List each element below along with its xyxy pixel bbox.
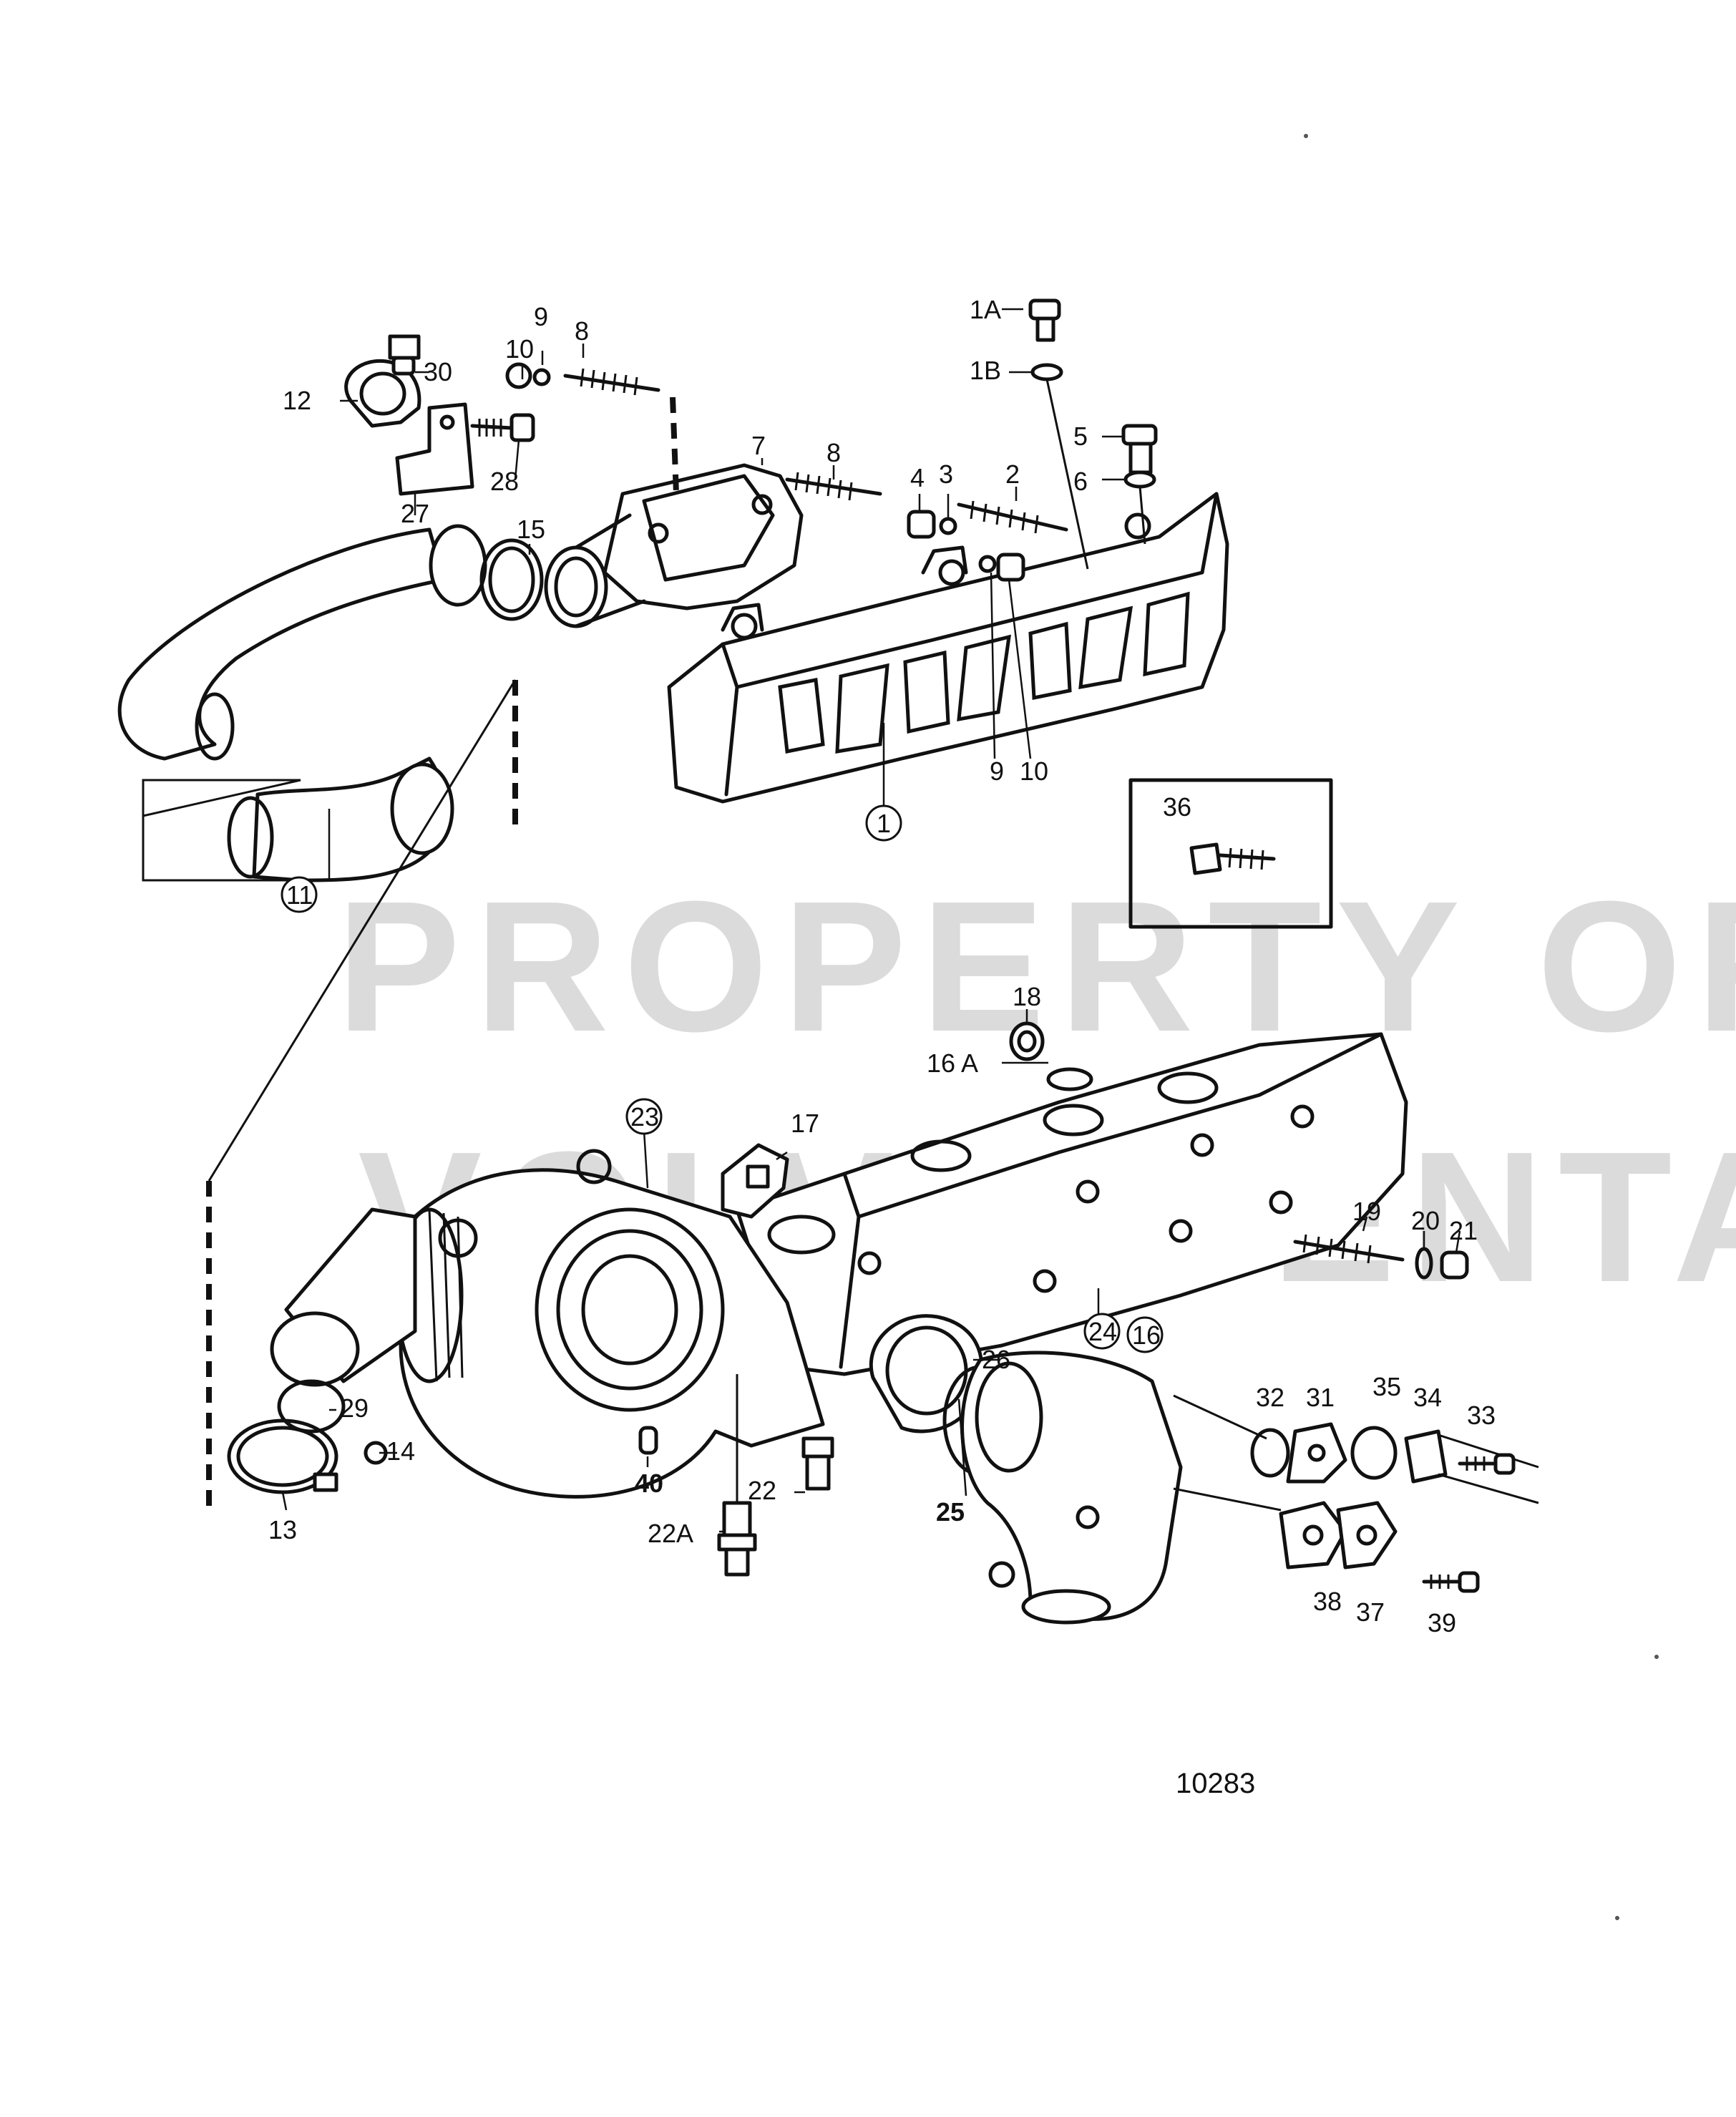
callout-9-bottom: 9 [990, 756, 1004, 786]
circled-callout-11: 11 [286, 880, 313, 910]
callout-6: 6 [1073, 467, 1088, 496]
bolt-28 [470, 413, 535, 442]
callout-16A: 16 A [927, 1048, 978, 1078]
callout-2: 2 [1005, 459, 1020, 489]
exhaust-manifold [735, 1032, 1408, 1376]
callout-3: 3 [939, 459, 953, 489]
callout-27: 27 [401, 499, 429, 528]
gasket-16A [1046, 1067, 1093, 1091]
exhaust-elbow [960, 1350, 1183, 1625]
circled-callout-24: 24 [1088, 1317, 1117, 1346]
callout-18: 18 [1013, 982, 1041, 1011]
callout-39: 39 [1428, 1608, 1456, 1637]
callout-5: 5 [1073, 422, 1088, 451]
bolt-30 [391, 356, 416, 376]
callout-22A: 22A [648, 1519, 693, 1548]
studs-mid [785, 472, 1068, 582]
callout-25: 25 [936, 1497, 965, 1527]
callout-38: 38 [1313, 1587, 1342, 1616]
callout-7: 7 [751, 431, 766, 460]
circled-callout-23: 23 [630, 1102, 659, 1132]
callout-15: 15 [517, 515, 545, 544]
inlet-manifold [667, 492, 1229, 804]
callout-35: 35 [1372, 1372, 1401, 1401]
intake-hose [117, 524, 487, 882]
ring-18 [1009, 1021, 1045, 1061]
callout-1A: 1A [970, 295, 1001, 324]
callout-32: 32 [1256, 1383, 1284, 1412]
callout-30: 30 [424, 357, 452, 386]
callout-9-top: 9 [534, 302, 548, 331]
callout-4: 4 [910, 463, 925, 492]
callout-10-top: 10 [505, 334, 534, 364]
callout-29: 29 [340, 1393, 369, 1423]
callout-17: 17 [791, 1109, 819, 1138]
callout-10-bottom: 10 [1020, 756, 1048, 786]
callout-37: 37 [1356, 1597, 1385, 1627]
flange-17 [721, 1143, 789, 1219]
callout-19: 19 [1352, 1197, 1381, 1226]
callout-26: 26 [982, 1345, 1010, 1374]
callout-20: 20 [1411, 1206, 1440, 1235]
cover-plates [1173, 1394, 1539, 1593]
circled-callouts: 1 11 16 23 24 [281, 804, 1164, 1353]
callout-22: 22 [748, 1476, 776, 1505]
callout-40: 40 [635, 1469, 663, 1498]
inset-label-36: 36 [1163, 792, 1191, 822]
callout-33: 33 [1467, 1401, 1496, 1430]
callout-34: 34 [1413, 1383, 1442, 1412]
figure-number: 10283 [1176, 1768, 1255, 1799]
circled-callout-16: 16 [1132, 1320, 1161, 1350]
callout-13: 13 [268, 1515, 297, 1544]
callout-labels: 1A 1B 2 3 4 5 6 7 8 8 9 9 10 10 12 13 14… [268, 295, 1496, 1637]
callout-8-mid: 8 [826, 438, 841, 467]
inset-box-36: 36 [1128, 778, 1333, 929]
stud-8-top [505, 362, 660, 396]
hose-clamp-bracket [344, 334, 474, 496]
callout-28: 28 [490, 467, 519, 496]
turbocharger [270, 1149, 825, 1499]
o-ring-15 [479, 538, 544, 621]
bolt-5 [1121, 424, 1158, 545]
circled-callout-1: 1 [877, 809, 891, 838]
callout-14: 14 [386, 1436, 415, 1466]
callout-1B: 1B [970, 356, 1001, 385]
intake-elbow [544, 463, 804, 628]
callout-31: 31 [1306, 1383, 1335, 1412]
callout-21: 21 [1449, 1216, 1478, 1245]
callout-8-top: 8 [575, 316, 589, 346]
o-ring-29 [277, 1379, 346, 1434]
callout-12: 12 [283, 386, 311, 415]
pin-40 [638, 1426, 658, 1455]
nipple-22 [717, 1374, 834, 1577]
